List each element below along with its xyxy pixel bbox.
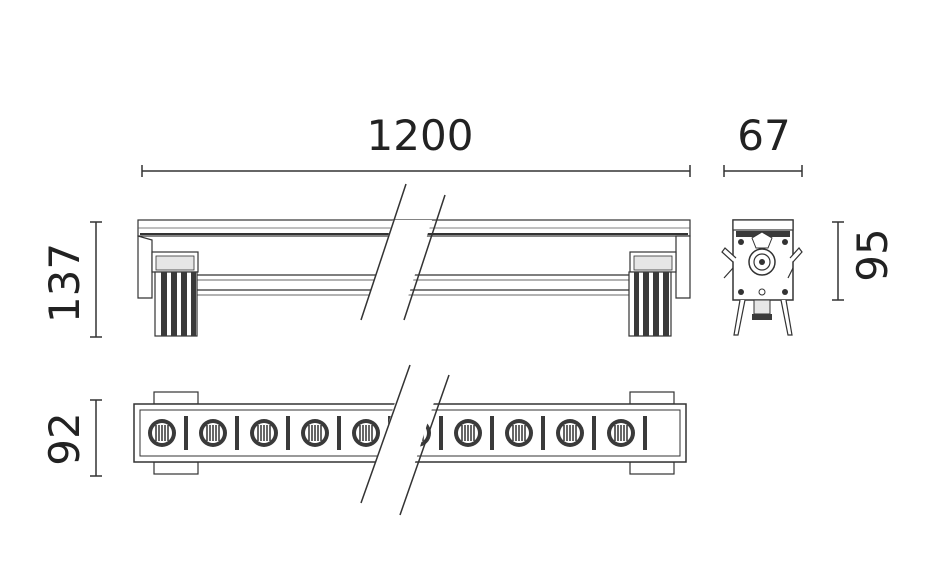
luminaire-end-view (721, 219, 803, 336)
front-height-dimension: 92 (40, 399, 102, 477)
led-separator (643, 416, 647, 450)
led-separator (439, 416, 443, 450)
depth-dimension: 67 (723, 111, 803, 177)
led-separator (286, 416, 290, 450)
led-separator (592, 416, 596, 450)
depth-label: 67 (737, 111, 790, 160)
left-bracket (151, 251, 199, 337)
led-module (148, 416, 188, 450)
break-line-left-front (360, 364, 411, 504)
led-array (148, 416, 647, 450)
led-module (301, 416, 341, 450)
break-line-right (403, 194, 446, 321)
led-module (199, 416, 239, 450)
led-separator (490, 416, 494, 450)
length-dimension: 1200 (141, 111, 691, 177)
front-height-label: 92 (40, 412, 89, 465)
side-height-dimension: 137 (40, 221, 102, 338)
led-module (250, 416, 290, 450)
luminaire-front-view (133, 364, 687, 516)
right-bracket (628, 251, 677, 337)
led-separator (184, 416, 188, 450)
length-label: 1200 (367, 111, 474, 160)
led-module (505, 416, 545, 450)
end-height-dimension: 95 (832, 221, 897, 301)
led-separator (541, 416, 545, 450)
side-height-label: 137 (40, 243, 89, 323)
led-module (454, 416, 494, 450)
led-separator (235, 416, 239, 450)
break-line-right-front (399, 374, 450, 516)
led-module (607, 416, 647, 450)
break-line-left (360, 183, 407, 321)
led-module (556, 416, 596, 450)
led-separator (337, 416, 341, 450)
luminaire-side-view (137, 183, 691, 337)
end-height-label: 95 (848, 228, 897, 281)
